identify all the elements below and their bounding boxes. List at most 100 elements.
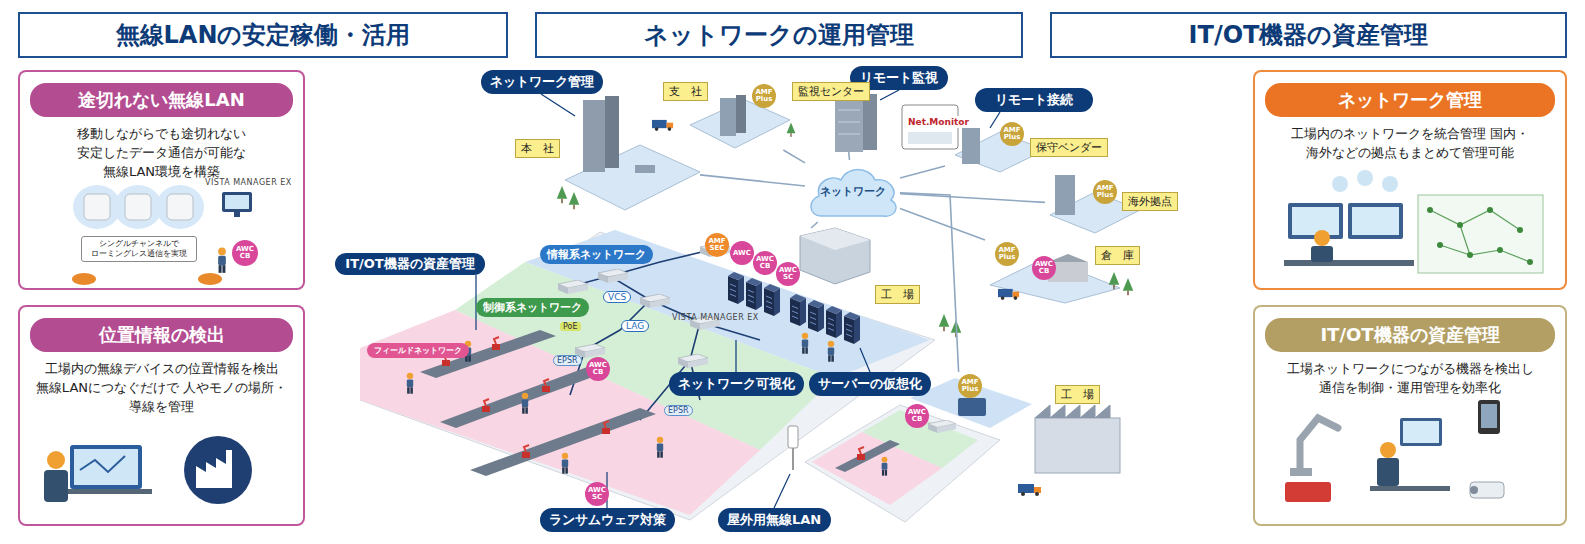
header-text: IT/OT機器の資産管理	[1189, 19, 1429, 51]
network-link	[811, 222, 818, 228]
panel-body: 工場内のネットワークを統合管理 国内・海外などの拠点もまとめて管理可能	[1261, 125, 1559, 163]
network-link	[849, 150, 850, 160]
network-link	[900, 193, 959, 372]
network-link	[900, 166, 945, 178]
callout-box: シングルチャンネルで ローミングレス通信を実現	[81, 236, 197, 262]
label-text: EPSR	[664, 405, 693, 416]
pill-text: リモート監視	[860, 69, 938, 87]
badge-text: AMF Plus	[997, 247, 1017, 261]
section-header: 無線LANの安定稼働・活用	[18, 12, 508, 58]
badge-text: AWC CB	[235, 246, 255, 260]
site-platform: 監視センター	[790, 78, 900, 150]
callout-pill: IT/OT機器の資産管理	[335, 253, 485, 275]
callout-pill: ネットワーク可視化	[669, 372, 804, 396]
pill-text: ネットワーク可視化	[678, 375, 795, 393]
site-platform: 本 社	[512, 115, 700, 215]
feature-badge: AWC CB	[753, 251, 777, 275]
pill-text: ネットワーク管理	[490, 73, 594, 91]
callbox-text: シングルチャンネルで ローミングレス通信を実現	[82, 239, 196, 258]
label-text: EPSR	[553, 355, 582, 366]
badge-text: AWC	[732, 250, 752, 257]
panel-heading: ネットワーク管理	[1265, 83, 1555, 117]
pill-text: 屋外用無線LAN	[727, 511, 821, 529]
feature-panel: IT/OT機器の資産管理工場ネットワークにつながる機器を検出し 通信を制御・運用…	[1253, 305, 1567, 526]
badge-text: AWC CB	[907, 409, 927, 423]
callout-pill: 屋外用無線LAN	[718, 508, 831, 532]
network-link	[783, 150, 805, 163]
callout-pill: サーバーの仮想化	[809, 372, 931, 396]
band-text: 制御系ネットワーク	[476, 298, 589, 317]
feature-badge: AMF Plus	[1000, 122, 1024, 146]
site-text: 本 社	[515, 139, 560, 158]
site-text: 海外拠点	[1122, 192, 1178, 211]
cloud-text: ネットワーク	[820, 184, 886, 199]
badge-text: AWC CB	[755, 256, 775, 270]
label-text: VISTA MANAGER EX	[205, 178, 292, 187]
panel-heading: IT/OT機器の資産管理	[1265, 318, 1555, 352]
pill-text: IT/OT機器の資産管理	[345, 255, 474, 273]
band-text: 情報系ネットワーク	[540, 245, 653, 264]
network-cloud: ネットワーク	[805, 160, 900, 222]
header-text: ネットワークの運用管理	[644, 19, 914, 51]
label-text: PoE	[560, 322, 581, 331]
feature-panel: 位置情報の検出工場内の無線デバイスの位置情報を検出 無線LANにつなぐだけで 人…	[18, 305, 305, 526]
feature-badge: AWC CB	[586, 357, 610, 381]
feature-badge: AWC	[730, 241, 754, 265]
feature-badge: AMF Plus	[752, 84, 776, 108]
panel-body: 工場内の無線デバイスの位置情報を検出 無線LANにつなぐだけで 人やモノの場所・…	[26, 360, 297, 417]
site-platform: 支 社 AMF Plus	[660, 78, 785, 150]
label-text: VCS	[603, 291, 631, 303]
site-platform: 海外拠点 AMF Plus	[1045, 178, 1182, 235]
pill-text: ランサムウェア対策	[549, 511, 666, 529]
panel-heading: 位置情報の検出	[30, 318, 293, 352]
area-text: 工 場	[1055, 385, 1100, 404]
network-zone: 制御系ネットワーク	[455, 262, 830, 450]
label-text: LAG	[621, 320, 649, 332]
network-link	[900, 194, 1045, 203]
callout-pill: ランサムウェア対策	[540, 508, 675, 532]
badge-text: AMF Plus	[960, 379, 980, 393]
feature-badge: AMF Plus	[958, 374, 982, 398]
label-text: VISTA MANAGER EX	[672, 313, 759, 322]
badge-text: AWC CB	[588, 362, 608, 376]
pill-text: リモート接続	[995, 91, 1073, 109]
site-text: 監視センター	[792, 82, 870, 101]
header-text: 無線LANの安定稼働・活用	[116, 19, 411, 51]
site-text: 倉 庫	[1095, 246, 1140, 265]
panel-body: 工場ネットワークにつながる機器を検出し 通信を制御・運用管理を効率化	[1261, 360, 1559, 398]
network-link	[900, 209, 985, 241]
area-text: 工 場	[875, 285, 920, 304]
network-link	[700, 175, 805, 186]
feature-badge: AWC SC	[776, 262, 800, 286]
badge-text: AMF SEC	[707, 238, 727, 252]
section-header: IT/OT機器の資産管理	[1050, 12, 1567, 58]
feature-badge: AMF SEC	[705, 233, 729, 257]
site-text: 保守ベンダー	[1030, 138, 1108, 157]
pill-text: サーバーの仮想化	[818, 375, 922, 393]
section-header: ネットワークの運用管理	[535, 12, 1023, 58]
feature-panel: ネットワーク管理工場内のネットワークを統合管理 国内・海外などの拠点もまとめて管…	[1253, 70, 1567, 290]
badge-text: AWC CB	[1034, 261, 1054, 275]
network-zone: フィールドネットワーク AWC CB AWC SC	[360, 310, 760, 515]
badge-text: AMF Plus	[754, 89, 774, 103]
feature-badge: AWC CB	[1032, 256, 1056, 280]
badge-text: AMF Plus	[1002, 127, 1022, 141]
panel-heading: 途切れない無線LAN	[30, 83, 293, 117]
callout-pill: リモート接続	[975, 88, 1093, 112]
panel-body: 移動しながらでも途切れない 安定したデータ通信が可能な 無線LAN環境を構築	[26, 125, 297, 182]
feature-badge: AWC CB	[232, 240, 258, 266]
callout-pill: ネットワーク管理	[481, 70, 603, 94]
badge-text: AMF Plus	[1095, 185, 1115, 199]
label-text: Net.Monitor	[906, 116, 971, 128]
feature-badge: AWC CB	[905, 404, 929, 428]
feature-badge: AWC SC	[585, 482, 609, 506]
band-text: フィールドネットワーク	[367, 343, 469, 358]
site-text: 支 社	[663, 82, 708, 101]
site-platform: 倉 庫 AMF PlusAWC CB	[985, 240, 1160, 305]
feature-badge: AMF Plus	[1093, 180, 1117, 204]
feature-badge: AMF Plus	[995, 242, 1019, 266]
badge-text: AWC SC	[587, 487, 607, 501]
badge-text: AWC SC	[778, 267, 798, 281]
